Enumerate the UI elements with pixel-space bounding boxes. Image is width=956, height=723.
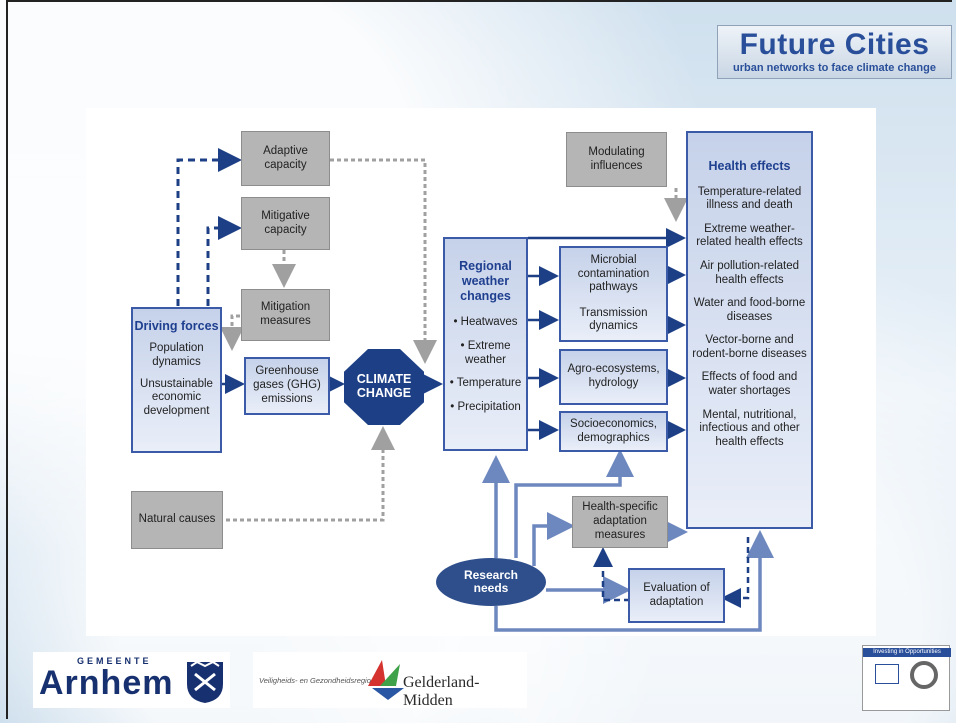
agro-ecosystems-box: Agro-ecosystems, hydrology — [559, 349, 668, 405]
health-effects-box: Health effects Temperature-related illne… — [686, 131, 813, 529]
modulating-influences-label: Modulating influences — [588, 145, 645, 172]
socioeconomics-label: Socioeconomics, demographics — [570, 417, 657, 444]
arnhem-crest-icon — [187, 660, 223, 703]
mitigation-measures-box: Mitigation measures — [241, 289, 330, 341]
adaptive-capacity-label: Adaptive capacity — [263, 144, 308, 171]
health-effect-item: Extreme weather-related health effects — [696, 222, 803, 249]
regional-weather-title: Regional weather changes — [459, 259, 512, 303]
ghg-emissions-box: Greenhouse gases (GHG) emissions — [244, 357, 330, 415]
health-effect-item: Water and food-borne diseases — [693, 297, 806, 323]
natural-causes-label: Natural causes — [138, 513, 216, 526]
evaluation-box: Evaluation of adaptation — [628, 568, 725, 623]
mitigative-capacity-box: Mitigative capacity — [241, 197, 330, 250]
modulating-influences-box: Modulating influences — [566, 132, 667, 187]
health-effects-title: Health effects — [708, 159, 791, 173]
transmission-label: Transmission dynamics — [579, 306, 648, 333]
driving-forces-box: Driving forces Population dynamics Unsus… — [131, 307, 222, 453]
weather-item: • Extreme weather — [460, 339, 511, 366]
research-needs-ellipse: Research needs — [436, 558, 546, 606]
weather-item: • Heatwaves — [453, 316, 518, 328]
future-cities-logo: Future Cities urban networks to face cli… — [717, 25, 952, 79]
research-needs-label: Research needs — [463, 567, 519, 595]
arnhem-main-text: Arnhem — [39, 664, 174, 702]
health-effect-item: Vector-borne and rodent-borne diseases — [692, 334, 807, 360]
logo-title: Future Cities — [739, 28, 930, 61]
gm-small-text: Veiligheids- en Gezondheidsregio — [259, 676, 371, 685]
arnhem-top-text: GEMEENTE — [77, 656, 152, 666]
agro-ecosystems-label: Agro-ecosystems, hydrology — [567, 363, 660, 389]
health-effect-item: Temperature-related illness and death — [697, 185, 802, 212]
natural-causes-box: Natural causes — [131, 491, 223, 549]
arnhem-logo: GEMEENTE Arnhem — [33, 652, 230, 708]
weather-item: • Precipitation — [450, 401, 521, 414]
microbial-label: Microbial contamination pathways — [577, 253, 650, 294]
gelderland-midden-logo: Veiligheids- en Gezondheidsregio Gelderl… — [253, 652, 527, 709]
adaptive-capacity-box: Adaptive capacity — [241, 131, 330, 186]
gelderland-emblem-icon — [368, 660, 404, 700]
health-effect-item: Air pollution-related health effects — [699, 260, 800, 286]
driving-force-item: Unsustainable economic development — [140, 377, 213, 418]
eu-flag-icon — [875, 664, 899, 684]
gm-main-text: Gelderland-Midden — [403, 674, 480, 709]
health-adaptation-label: Health-specific adaptation measures — [582, 501, 658, 541]
climate-change-octagon: CLIMATE CHANGE — [344, 349, 424, 425]
interreg-top-text: Investing in Opportunities — [863, 648, 951, 657]
socioeconomics-box: Socioeconomics, demographics — [559, 411, 668, 452]
health-adaptation-box: Health-specific adaptation measures — [572, 496, 668, 548]
mitigative-capacity-label: Mitigative capacity — [261, 209, 310, 236]
driving-forces-title: Driving forces — [134, 319, 219, 333]
regional-weather-box: Regional weather changes • Heatwaves • E… — [443, 237, 528, 451]
mitigation-measures-label: Mitigation measures — [260, 301, 311, 327]
interreg-circle-icon — [910, 661, 938, 689]
interreg-logo: Investing in Opportunities — [862, 645, 951, 711]
climate-change-label: CLIMATE CHANGE — [356, 372, 412, 400]
ghg-emissions-label: Greenhouse gases (GHG) emissions — [253, 365, 321, 405]
weather-item: • Temperature — [449, 377, 522, 390]
logo-subtitle: urban networks to face climate change — [733, 62, 936, 74]
evaluation-label: Evaluation of adaptation — [643, 581, 710, 608]
driving-force-item: Population dynamics — [149, 342, 204, 368]
pathways-box: Microbial contamination pathways Transmi… — [559, 246, 668, 342]
health-effect-item: Mental, nutritional, infectious and othe… — [699, 408, 800, 448]
health-effect-item: Effects of food and water shortages — [701, 371, 798, 397]
slide-frame — [6, 0, 952, 719]
